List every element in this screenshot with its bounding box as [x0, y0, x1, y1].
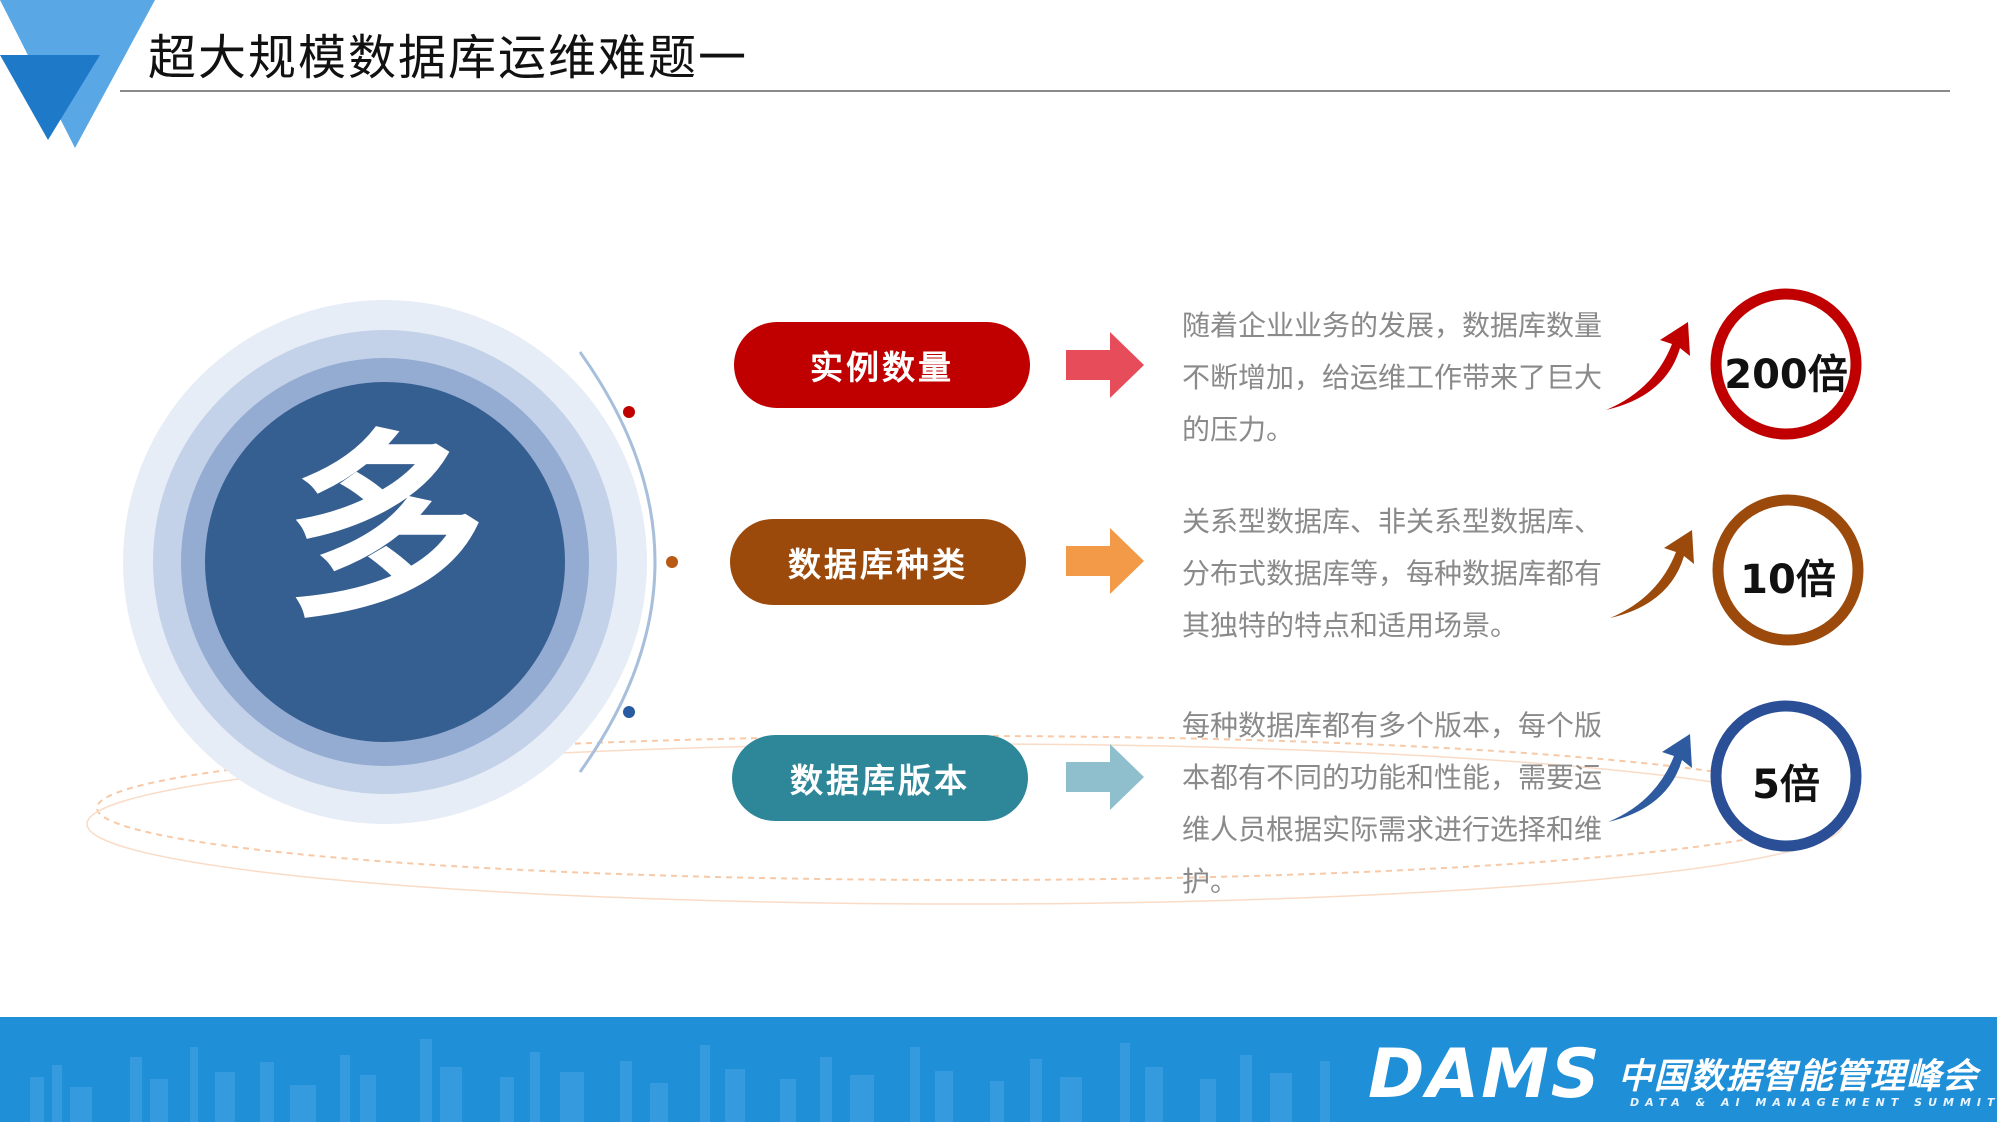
badge-database-types: 10倍 — [1740, 557, 1836, 603]
badge-instance-count: 200倍 — [1724, 352, 1848, 398]
right-arrow-icon — [1066, 332, 1144, 398]
badge-ring-database-types — [1712, 494, 1864, 646]
badge-database-versions: 5倍 — [1752, 762, 1820, 808]
summit-name-cn: 中国数据智能管理峰会 — [1618, 1057, 1979, 1097]
label-pill-database-versions: 数据库版本 — [732, 735, 1028, 821]
badge-ring-database-versions — [1710, 700, 1862, 852]
corner-triangles-logo — [0, 0, 155, 148]
description-instance-count: 随着企业业务的发展，数据库数量不断增加，给运维工作带来了巨大的压力。 — [1182, 309, 1603, 446]
center-circle — [123, 300, 678, 824]
right-arrow-icon — [1066, 744, 1144, 810]
center-character: 多 — [285, 413, 486, 646]
description-database-versions: 每种数据库都有多个版本，每个版本都有不同的功能和性能，需要运维人员根据实际需求进… — [1182, 709, 1603, 898]
growth-arrow-icon — [1606, 322, 1690, 410]
right-arrow-icon — [1066, 528, 1144, 594]
dams-logo: DAMS — [1368, 1035, 1602, 1114]
description-database-types: 关系型数据库、非关系型数据库、分布式数据库等，每种数据库都有其独特的特点和适用场… — [1182, 505, 1603, 642]
badge-ring-instance-count — [1710, 288, 1862, 440]
growth-arrow-icon — [1610, 530, 1694, 618]
growth-arrow-icon — [1608, 734, 1692, 822]
city-skyline-decoration — [30, 1039, 1330, 1122]
page-title: 超大规模数据库运维难题一 — [148, 30, 749, 86]
title-divider — [120, 90, 1950, 92]
label-pill-database-types: 数据库种类 — [730, 519, 1026, 605]
label-pill-instance-count: 实例数量 — [734, 322, 1030, 408]
summit-name-en: DATA & AI MANAGEMENT SUMMIT — [1630, 1096, 1997, 1109]
